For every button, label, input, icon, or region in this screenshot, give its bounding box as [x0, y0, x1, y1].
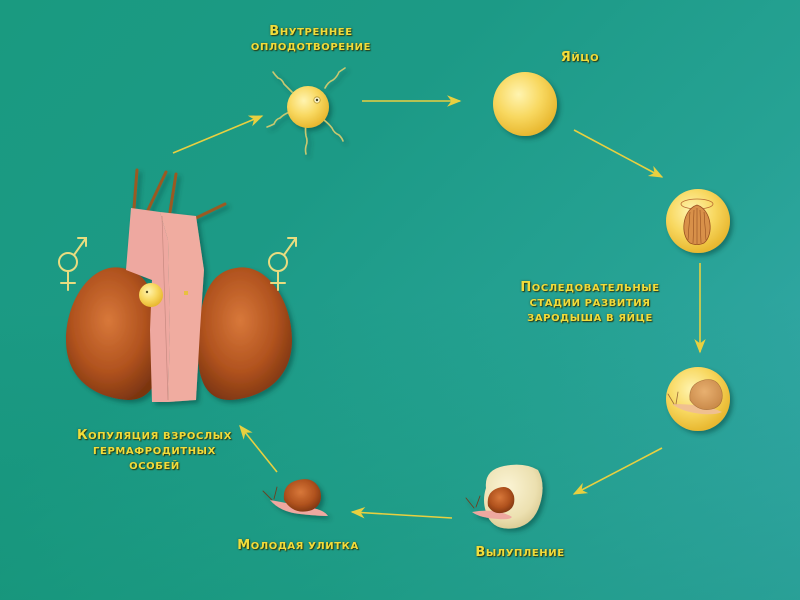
label-embryo-stages: Последовательные стадии развития зародыш… [520, 280, 660, 324]
label-egg: Яйцо [560, 50, 600, 65]
egg-icon [493, 72, 557, 136]
arrow-copulation-to-fertilization [172, 115, 264, 154]
embryo-egg-icon [666, 189, 730, 253]
cycle-arrows [172, 95, 706, 519]
label-hatching: Вылупление [475, 545, 565, 560]
label-copulation: Копуляция взрослых гермафродитных особей [76, 428, 233, 472]
arrow-late-embryo-to-hatching [572, 447, 663, 495]
copulating-snails-icon [66, 168, 292, 402]
arrow-young-to-copulation [239, 424, 278, 473]
young-snail-icon [262, 479, 328, 516]
label-fertilization: Внутреннее оплодотворение [250, 24, 372, 53]
hatching-snail-icon [465, 464, 543, 529]
hermaphrodite-symbol-right [268, 237, 297, 291]
hermaphrodite-symbol-left [58, 237, 87, 291]
arrow-egg-to-embryo [573, 129, 664, 178]
fertilized-egg-icon [266, 67, 346, 155]
late-embryo-egg-icon [666, 367, 730, 431]
label-young-snail: Молодая улитка [237, 538, 359, 553]
arrow-hatching-to-young [350, 507, 453, 519]
